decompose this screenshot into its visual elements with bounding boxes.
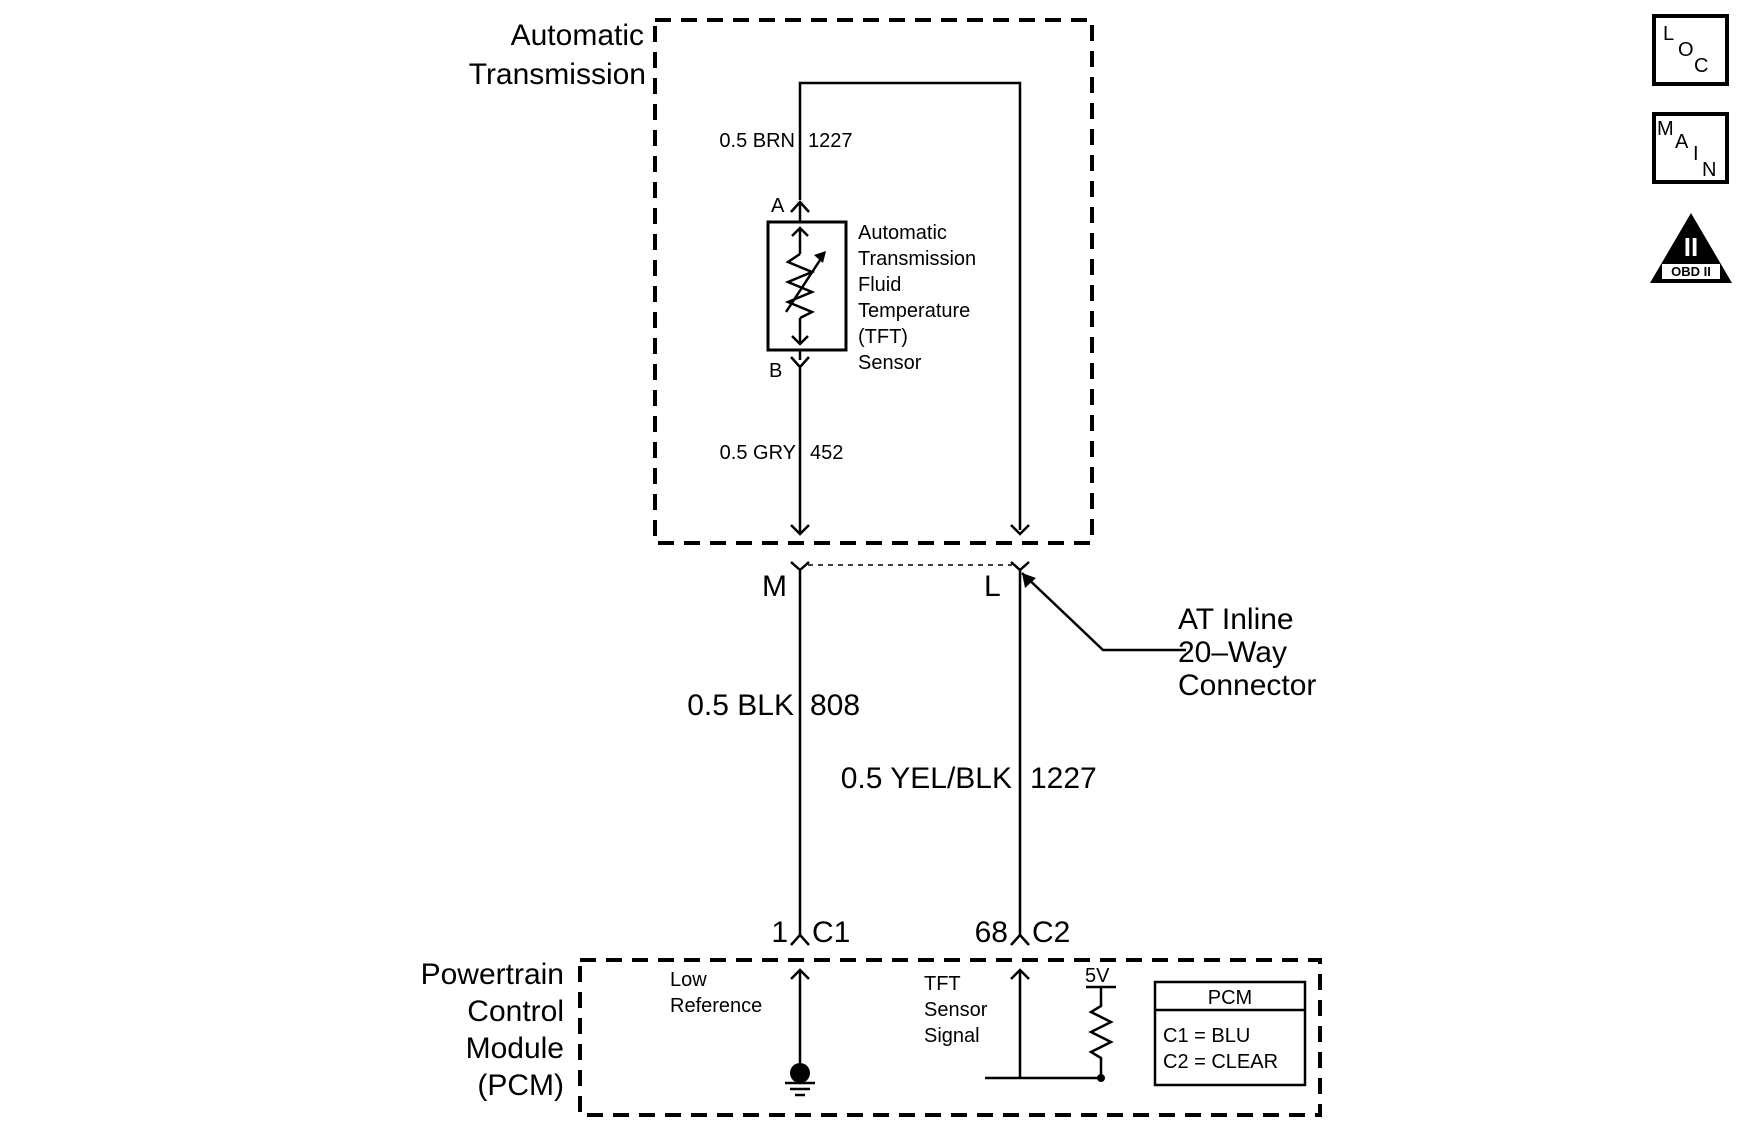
tft-signal-label-line1: TFT <box>924 973 961 995</box>
tft-sensor-label-line1: Automatic <box>858 222 947 244</box>
gry-wire-circuit: 452 <box>810 442 843 464</box>
ground-icon <box>785 1063 815 1097</box>
inline-connector-pin-m-icon <box>790 561 810 572</box>
main-icon-letter-3: I <box>1693 143 1699 165</box>
pcm-label-line2: Control <box>467 995 564 1028</box>
pcm-c2-connector: C2 <box>1032 916 1070 949</box>
pcm-c1-connector: C1 <box>812 916 850 949</box>
blk-wire-circuit: 808 <box>810 689 860 722</box>
loc-icon-letter-3: C <box>1694 55 1708 77</box>
tft-signal-label-line2: Sensor <box>924 999 988 1021</box>
yel-blk-wire-circuit: 1227 <box>1030 762 1097 795</box>
obd-ii-numeral: II <box>1684 232 1698 262</box>
pcm-c1-terminal-icon <box>790 933 810 946</box>
tft-sensor-label-line6: Sensor <box>858 352 922 374</box>
pullup-resistor-icon <box>1088 987 1114 1082</box>
transmission-boundary <box>653 18 1094 545</box>
inline-connector-callout <box>1021 572 1186 652</box>
tft-signal-arrow-icon <box>1010 968 1030 980</box>
voltage-label: 5V <box>1085 965 1110 987</box>
loc-icon-letter-2: O <box>1678 39 1694 61</box>
blk-wire-gauge-color: 0.5 BLK <box>687 689 794 722</box>
inline-pin-m-label: M <box>762 570 787 603</box>
thermistor-icon <box>784 226 826 346</box>
main-icon-letter-2: A <box>1675 131 1689 153</box>
loc-icon[interactable]: L O C <box>1652 14 1729 86</box>
pcm-label-line1: Powertrain <box>421 958 564 991</box>
terminal-b-label: B <box>769 360 782 382</box>
pcm-label-line3: Module <box>466 1032 564 1065</box>
pcm-boundary <box>578 958 1322 1117</box>
pcm-c1-pin: 1 <box>771 916 788 949</box>
transmission-label-line2: Transmission <box>469 58 646 91</box>
tft-signal-label-line3: Signal <box>924 1025 980 1047</box>
pcm-label-line4: (PCM) <box>477 1069 564 1102</box>
loc-icon-letter-1: L <box>1663 23 1674 45</box>
pcm-legend-c2: C2 = CLEAR <box>1163 1051 1278 1073</box>
main-icon-letter-1: M <box>1657 118 1674 140</box>
gry-wire-gauge-color: 0.5 GRY <box>720 442 796 464</box>
inline-connector-label-line1: AT Inline <box>1178 603 1294 636</box>
transmission-label-line1: Automatic <box>511 19 644 52</box>
obd-ii-text: OBD II <box>1671 264 1711 279</box>
pcm-c2-pin: 68 <box>975 916 1008 949</box>
low-reference-label-line2: Reference <box>670 995 762 1017</box>
tft-sensor-label-line3: Fluid <box>858 274 901 296</box>
main-icon-letter-4: N <box>1702 159 1716 181</box>
tft-sensor-body <box>766 220 848 352</box>
brn-wire-circuit: 1227 <box>808 130 853 152</box>
tft-sensor-label-line5: (TFT) <box>858 326 908 348</box>
pcm-legend-title: PCM <box>1208 987 1252 1009</box>
pcm-c2-terminal-icon <box>1010 933 1030 946</box>
inline-connector-label-line3: Connector <box>1178 669 1316 702</box>
main-icon[interactable]: M A I N <box>1652 112 1729 184</box>
brn-wire-loop <box>798 81 1022 530</box>
inline-connector-label-line2: 20–Way <box>1178 636 1287 669</box>
tft-sensor-label-line2: Transmission <box>858 248 976 270</box>
yel-blk-wire-gauge-color: 0.5 YEL/BLK <box>841 762 1012 795</box>
low-reference-label-line1: Low <box>670 969 707 991</box>
tft-sensor-label-line4: Temperature <box>858 300 970 322</box>
inline-connector-pin-l-icon <box>1010 561 1030 572</box>
inline-pin-l-label: L <box>984 570 1001 603</box>
low-reference-arrow-icon <box>790 968 810 980</box>
pcm-legend-c1: C1 = BLU <box>1163 1025 1250 1047</box>
obd-ii-icon[interactable]: II OBD II <box>1650 213 1732 283</box>
brn-wire-gauge-color: 0.5 BRN <box>719 130 795 152</box>
pcm-legend-box <box>1153 980 1307 1087</box>
terminal-a-label: A <box>771 195 785 217</box>
